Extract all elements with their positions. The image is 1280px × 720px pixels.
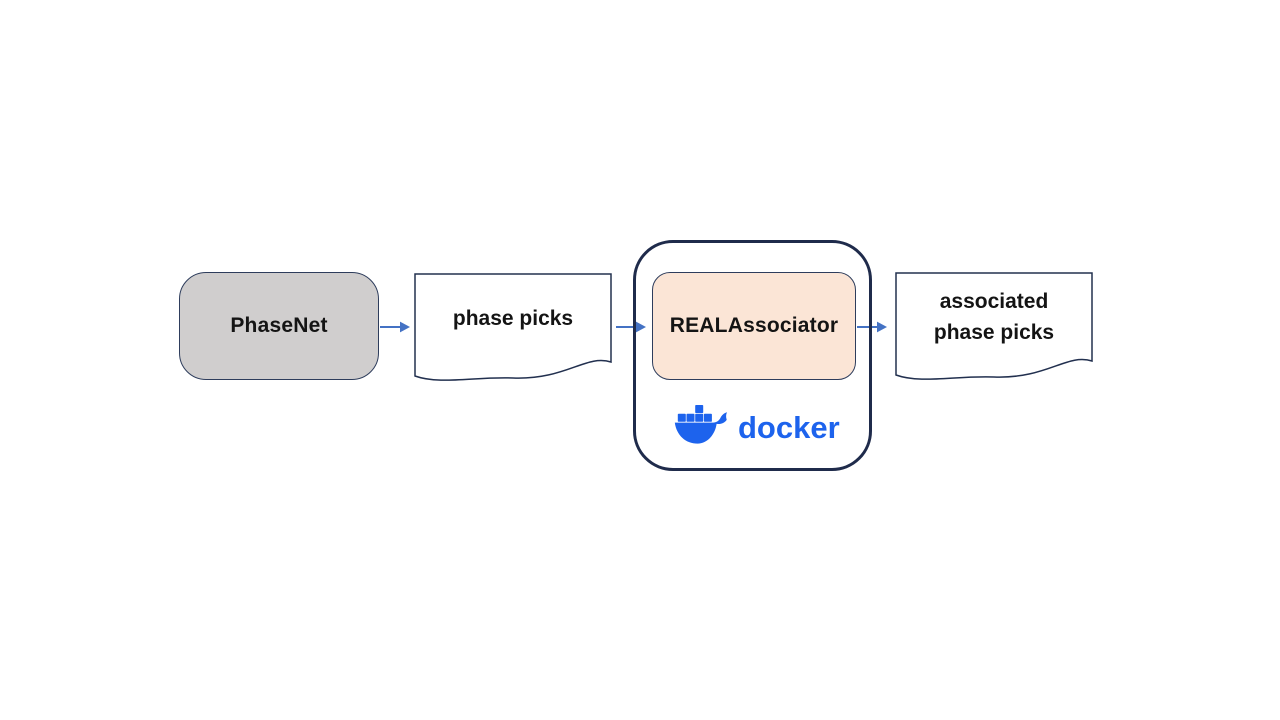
phasenet-label: PhaseNet [230,314,328,337]
realassociator-label: REALAssociator [669,314,839,337]
node-realassociator: REALAssociator [652,272,856,380]
node-phasenet: PhaseNet [179,272,379,380]
arrow-realassociator-to-associated [857,321,887,333]
docker-wordmark: docker [738,410,840,445]
associated-phase-picks-label: associated phase picks [895,272,1093,362]
document-shape [414,273,612,381]
node-phase-picks: phase picks [414,273,612,387]
document-shape [895,272,1093,380]
docker-whale-icon [674,404,727,444]
phase-picks-label: phase picks [452,306,574,330]
associated-phase-picks-text: associated phase picks [933,290,1055,344]
node-associated-phase-picks: associated phase picks [895,272,1093,386]
docker-container: REALAssociator docker [633,240,872,471]
docker-logo: docker [672,403,840,446]
arrow-phasenet-to-phasepicks [380,321,410,333]
